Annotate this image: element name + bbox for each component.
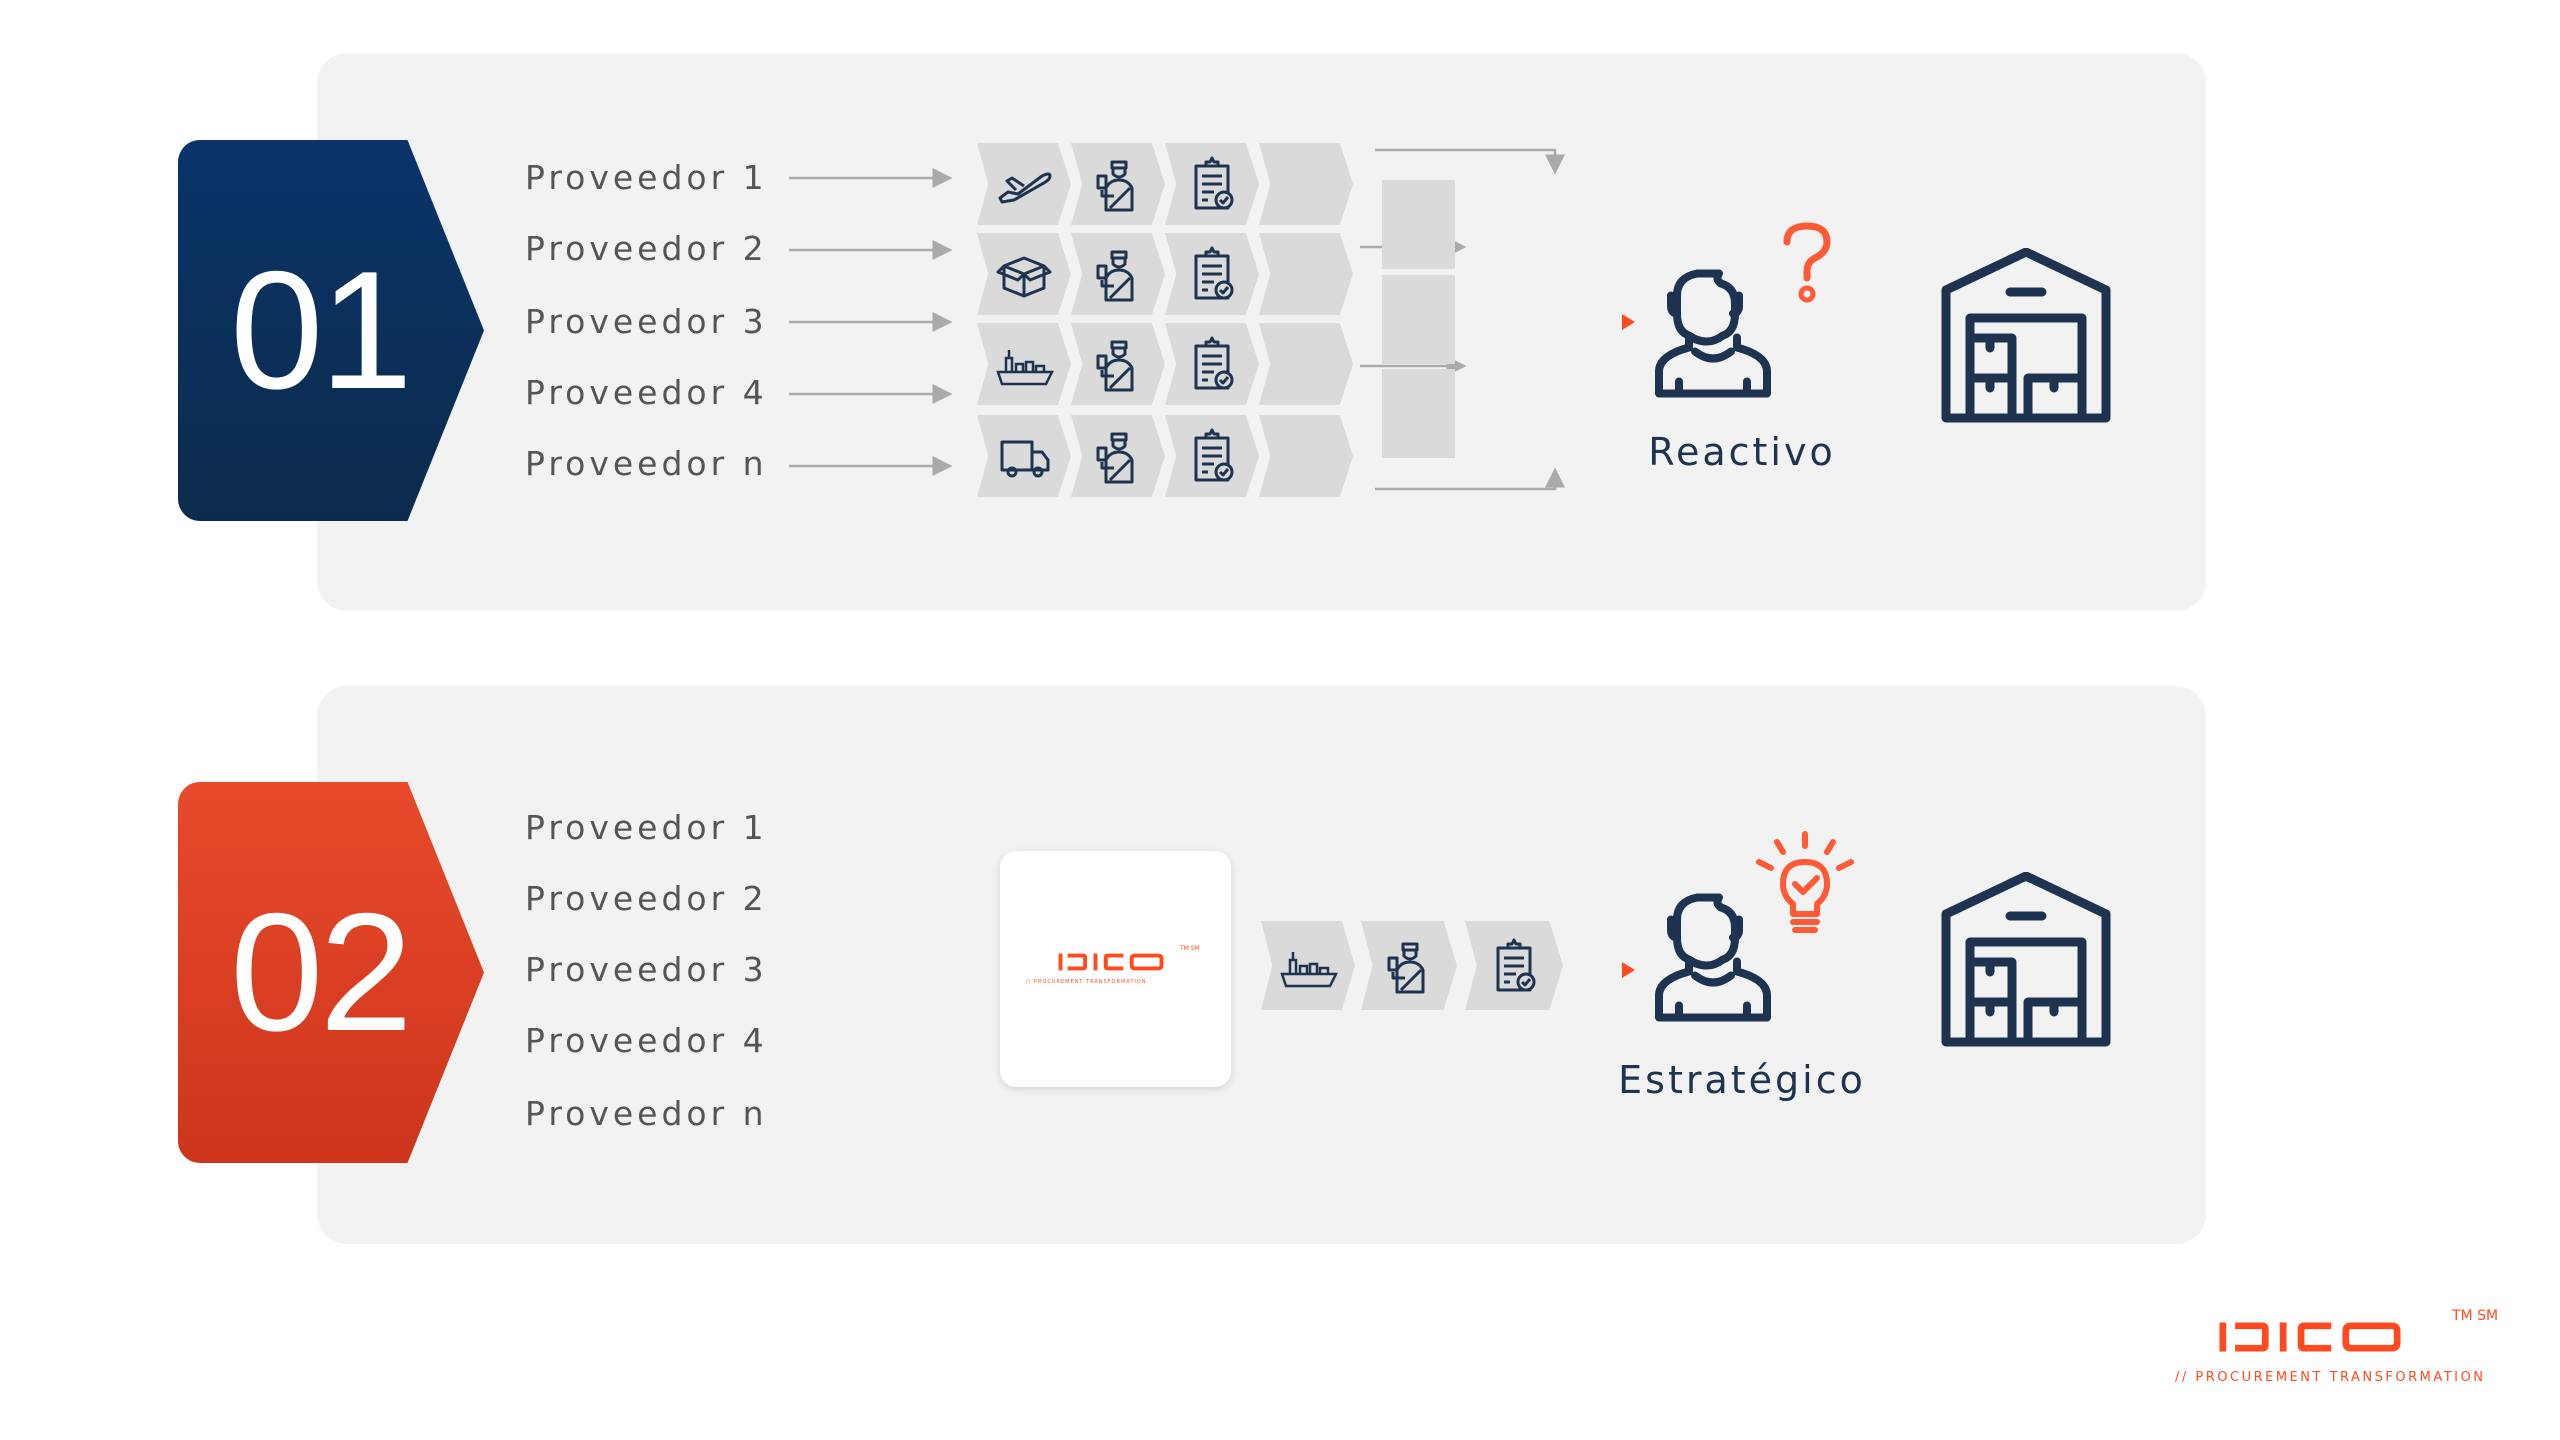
lightbulb-check-icon xyxy=(1756,831,1854,933)
ship-icon xyxy=(1261,921,1355,1010)
checklist-icon xyxy=(1165,233,1259,315)
customs-officer-icon xyxy=(1361,921,1457,1010)
role-label-strategic: Estratégico xyxy=(1618,1058,1866,1102)
customs-officer-icon xyxy=(1071,323,1165,405)
trademark-mark: TM SM xyxy=(1180,945,1200,952)
checklist-icon xyxy=(1165,143,1259,225)
customs-officer-icon xyxy=(1071,415,1165,497)
idico-logo xyxy=(2219,1322,2401,1352)
person-icon xyxy=(1655,256,1785,411)
provider-label: Proveedor 2 xyxy=(525,229,768,268)
provider-label: Proveedor 4 xyxy=(525,1021,768,1060)
idico-logo xyxy=(1058,953,1164,971)
empty-step xyxy=(1259,323,1353,405)
provider-label: Proveedor 3 xyxy=(525,302,768,341)
idico-tagline: // PROCUREMENT TRANSFORMATION xyxy=(2175,1370,2486,1385)
ship-icon xyxy=(977,323,1071,405)
checklist-icon xyxy=(1165,323,1259,405)
provider-label: Proveedor 3 xyxy=(525,950,768,989)
box-icon xyxy=(977,233,1071,315)
stack-block xyxy=(1382,369,1455,458)
footer-idico-logo: TM SM // PROCUREMENT TRANSFORMATION xyxy=(2175,1300,2515,1400)
provider-label: Proveedor 1 xyxy=(525,158,768,197)
customs-officer-icon xyxy=(1071,143,1165,225)
trademark-mark: TM SM xyxy=(2452,1308,2499,1324)
stack-block xyxy=(1382,180,1455,269)
section-badge-02: 02 xyxy=(178,782,484,1163)
stack-block xyxy=(1382,275,1455,364)
pointer-triangle-icon xyxy=(1622,962,1635,978)
idico-tagline: // PROCUREMENT TRANSFORMATION xyxy=(1026,979,1147,985)
provider-label: Proveedor 4 xyxy=(525,373,768,412)
provider-label: Proveedor n xyxy=(525,444,768,483)
empty-step xyxy=(1259,143,1353,225)
role-label-reactive: Reactivo xyxy=(1648,430,1836,474)
warehouse-icon xyxy=(1940,248,2112,423)
section-badge-01: 01 xyxy=(178,140,484,521)
checklist-icon xyxy=(1165,415,1259,497)
truck-icon xyxy=(977,415,1071,497)
question-mark-icon xyxy=(1783,222,1831,303)
provider-label: Proveedor n xyxy=(525,1094,768,1133)
idico-card: TM SM // PROCUREMENT TRANSFORMATION xyxy=(1000,851,1231,1087)
customs-officer-icon xyxy=(1071,233,1165,315)
pointer-triangle-icon xyxy=(1622,314,1635,330)
empty-step xyxy=(1259,233,1353,315)
airplane-icon xyxy=(977,143,1071,225)
strategic-panel xyxy=(317,686,2206,1244)
provider-label: Proveedor 1 xyxy=(525,808,768,847)
provider-label: Proveedor 2 xyxy=(525,879,768,918)
empty-step xyxy=(1259,415,1353,497)
checklist-icon xyxy=(1465,921,1563,1010)
warehouse-icon xyxy=(1940,872,2112,1047)
